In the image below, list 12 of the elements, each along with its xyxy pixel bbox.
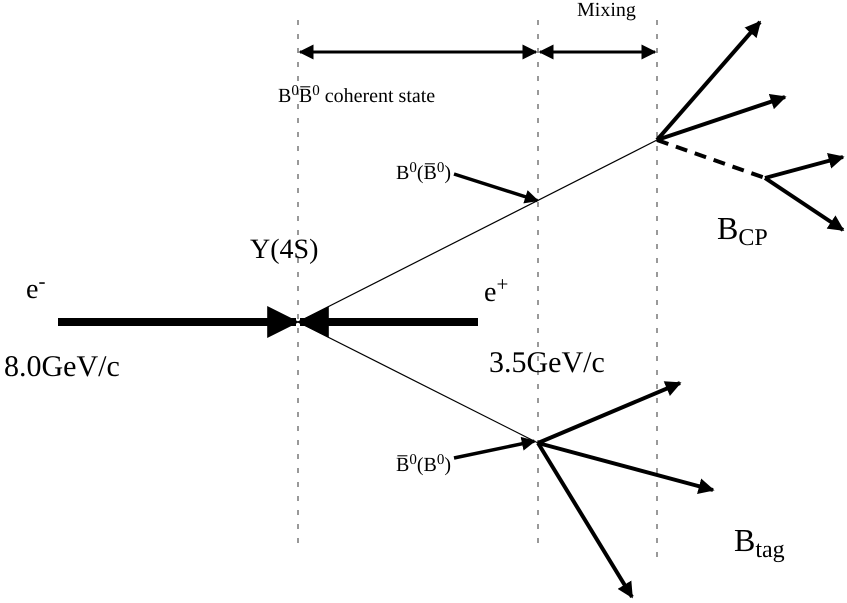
particle-label: B̅$^{0}$(B$^{0}$) — [396, 455, 452, 475]
region-label: Mixing — [577, 0, 636, 23]
momentum-label: 8.0GeV/c — [4, 349, 120, 385]
leader-arrow — [453, 172, 539, 204]
particle-label: e$^{+}$ — [484, 275, 508, 310]
particle-label: B$_{tag}$ — [734, 521, 785, 560]
particle-label: e$^{-}$ — [26, 272, 46, 307]
region-label: B$^{0}$B̅$^{0}$ coherent state — [278, 84, 436, 109]
particle-label: B$_{CP}$ — [717, 209, 768, 248]
leader-arrow — [454, 436, 536, 460]
particle-label: Y(4S) — [250, 233, 318, 267]
momentum-label: 3.5GeV/c — [489, 345, 605, 381]
